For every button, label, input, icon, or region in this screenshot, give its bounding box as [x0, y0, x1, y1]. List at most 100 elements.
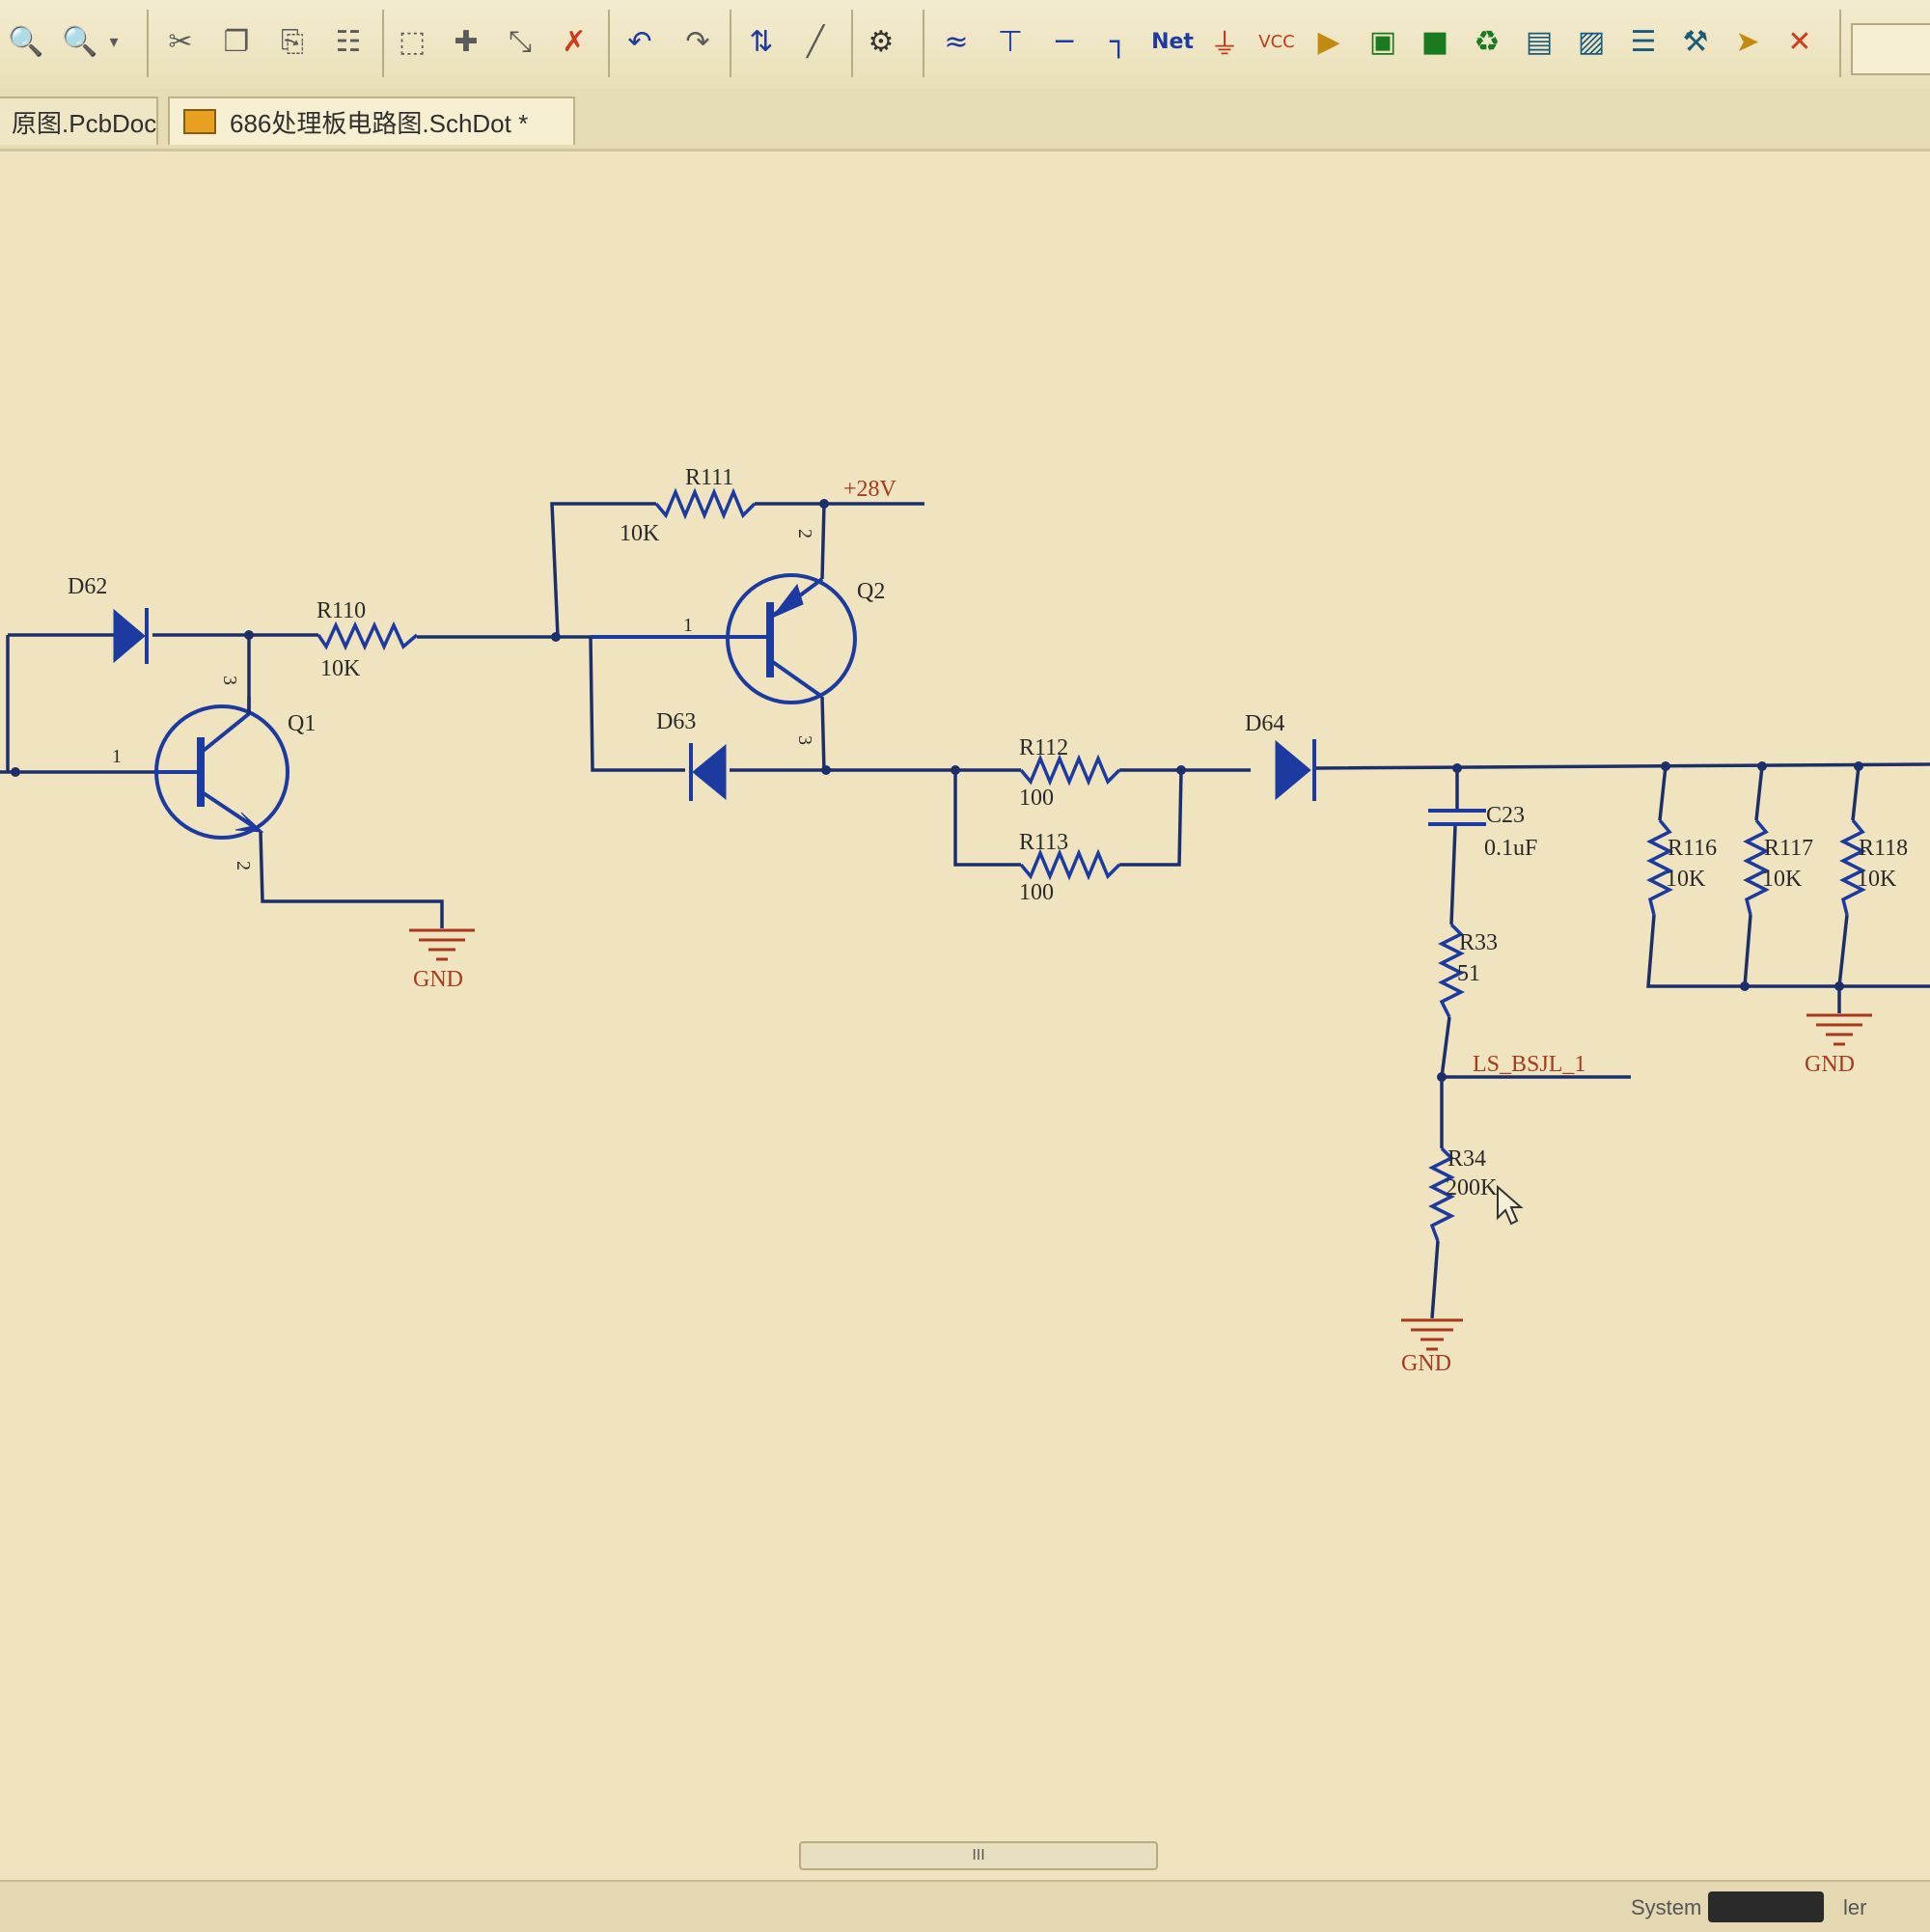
resistor-r112[interactable]: R112 100: [951, 735, 1186, 811]
scrollbar-grip: III: [972, 1847, 985, 1863]
dropdown-icon[interactable]: ▾: [109, 31, 119, 52]
vcc-icon[interactable]: VCC: [1258, 31, 1295, 52]
select-icon[interactable]: ⬚: [398, 24, 427, 59]
transistor-q1[interactable]: Q1 1 3 2: [112, 676, 444, 928]
redo-icon[interactable]: ↷: [685, 24, 710, 59]
d62-designator: D62: [68, 574, 107, 599]
resistor-r117[interactable]: R117 10K: [1740, 765, 1813, 991]
transistor-q2[interactable]: Q2 1 2 3: [591, 503, 885, 773]
tab-schdot[interactable]: 686处理板电路图.SchDot *: [168, 97, 575, 145]
toolbar-combo[interactable]: [1851, 23, 1930, 75]
harness-icon[interactable]: ▤: [1525, 24, 1554, 59]
sheet-icon[interactable]: ▣: [1368, 24, 1397, 59]
device-icon[interactable]: ♻: [1474, 24, 1501, 59]
d63-designator: D63: [656, 709, 696, 734]
bus-icon[interactable]: ≈: [944, 24, 969, 59]
tag-icon[interactable]: ⚒: [1682, 24, 1709, 59]
toolbar-separator: [147, 10, 149, 77]
search-icon[interactable]: 🔍: [8, 24, 44, 59]
diode-d64[interactable]: D64: [1181, 711, 1930, 801]
line-icon[interactable]: ╱: [806, 24, 825, 59]
r117-designator: R117: [1764, 836, 1813, 861]
q1-designator: Q1: [288, 711, 316, 736]
toolbar-separator: [923, 10, 924, 77]
c23-designator: C23: [1486, 803, 1525, 828]
deselect-icon[interactable]: ⤡: [509, 24, 532, 59]
q2-pin-2: 2: [794, 529, 815, 538]
resistor-r110[interactable]: R110 10K: [317, 598, 419, 681]
document-tabbar: 原图.PcbDoc 686处理板电路图.SchDot *: [0, 89, 1930, 152]
port-icon[interactable]: ┐: [1109, 24, 1128, 59]
r112-designator: R112: [1019, 735, 1068, 760]
close-icon[interactable]: ✕: [1787, 24, 1812, 59]
resistor-r111[interactable]: R111 10K: [550, 465, 924, 642]
toolbar-separator: [382, 10, 384, 77]
q2-pin-1: 1: [683, 615, 693, 636]
clear-icon[interactable]: ✗: [562, 24, 587, 59]
hierarchy-icon[interactable]: ⇅: [749, 24, 774, 59]
gnd-symbol: GND: [409, 928, 475, 992]
r117-value: 10K: [1762, 867, 1803, 892]
gnd-label: GND: [1401, 1351, 1451, 1376]
capacitor-c23[interactable]: C23 0.1uF: [1428, 768, 1537, 925]
wire-net-input: [0, 630, 318, 777]
diode-d63[interactable]: D63: [589, 636, 955, 801]
gnd-symbol: GND: [1401, 1318, 1463, 1376]
net-label-ls-bsjl-1[interactable]: LS_BSJL_1: [1442, 1052, 1631, 1079]
offsheet-icon[interactable]: ▨: [1577, 24, 1606, 59]
paste-array-icon[interactable]: ☷: [335, 24, 362, 59]
r118-value: 10K: [1857, 867, 1897, 892]
status-manager-button[interactable]: ler: [1843, 1895, 1867, 1919]
component-icon[interactable]: ▶: [1317, 24, 1340, 59]
move-icon[interactable]: ✚: [454, 24, 479, 59]
schematic-canvas[interactable]: D62 R110 10K Q1 1 3 2 GND R111 10K +28V: [0, 152, 1930, 1879]
resistor-r34[interactable]: R34 200K: [1428, 1146, 1498, 1319]
c23-value: 0.1uF: [1484, 836, 1537, 861]
q2-designator: Q2: [857, 579, 885, 604]
r116-designator: R116: [1668, 836, 1717, 861]
mouse-pointer-icon: [1497, 1184, 1524, 1226]
resistor-r118[interactable]: R118 10K: [1834, 765, 1908, 1013]
status-system-button[interactable]: System: [1631, 1895, 1702, 1919]
wire-icon[interactable]: ─: [1055, 24, 1074, 59]
tab-label: 686处理板电路图.SchDot *: [230, 108, 529, 138]
tab-pcbdoc[interactable]: 原图.PcbDoc: [0, 97, 158, 145]
undo-icon[interactable]: ↶: [627, 24, 652, 59]
r118-designator: R118: [1859, 836, 1908, 861]
ground-icon[interactable]: ⏚: [1210, 28, 1239, 62]
paste-icon[interactable]: ⎘: [281, 24, 304, 59]
r112-value: 100: [1019, 786, 1054, 811]
horizontal-scrollbar[interactable]: III: [799, 1841, 1158, 1870]
netlabel-icon[interactable]: Net: [1151, 29, 1194, 54]
r116-value: 10K: [1666, 867, 1706, 892]
r110-designator: R110: [317, 598, 366, 623]
entry-icon[interactable]: ■: [1420, 24, 1449, 59]
net-label-text: LS_BSJL_1: [1473, 1052, 1585, 1077]
r33-value: 51: [1457, 961, 1480, 986]
cut-icon[interactable]: ✂: [168, 24, 193, 59]
noerc-icon[interactable]: ➤: [1735, 24, 1760, 59]
r34-value: 200K: [1446, 1175, 1498, 1201]
q1-pin-2: 2: [233, 861, 254, 870]
r34-designator: R34: [1448, 1146, 1486, 1172]
q2-pin-3: 3: [794, 735, 815, 745]
toolbar-separator: [851, 10, 853, 77]
resistor-r113[interactable]: R113 100: [953, 769, 1183, 905]
part-icon[interactable]: ⚙: [868, 24, 895, 59]
gnd-label: GND: [413, 967, 463, 992]
directive-icon[interactable]: ☰: [1630, 24, 1657, 59]
toolbar-separator: [608, 10, 610, 77]
q1-pin-1: 1: [112, 746, 122, 767]
power-label-28v: +28V: [843, 477, 897, 502]
gnd-label: GND: [1805, 1052, 1855, 1077]
status-panel-button[interactable]: [1708, 1891, 1824, 1922]
copy-icon[interactable]: ❐: [223, 24, 250, 59]
r110-value: 10K: [320, 656, 361, 681]
bus-entry-icon[interactable]: ⊤: [997, 24, 1024, 59]
search-icon[interactable]: 🔍: [62, 24, 98, 59]
schematic-svg: D62 R110 10K Q1 1 3 2 GND R111 10K +28V: [0, 465, 1930, 1376]
resistor-r33[interactable]: R33 51: [1437, 923, 1498, 1148]
status-bar: System ler: [0, 1880, 1930, 1932]
diode-d62[interactable]: D62: [68, 574, 149, 664]
q1-pin-3: 3: [219, 676, 240, 685]
